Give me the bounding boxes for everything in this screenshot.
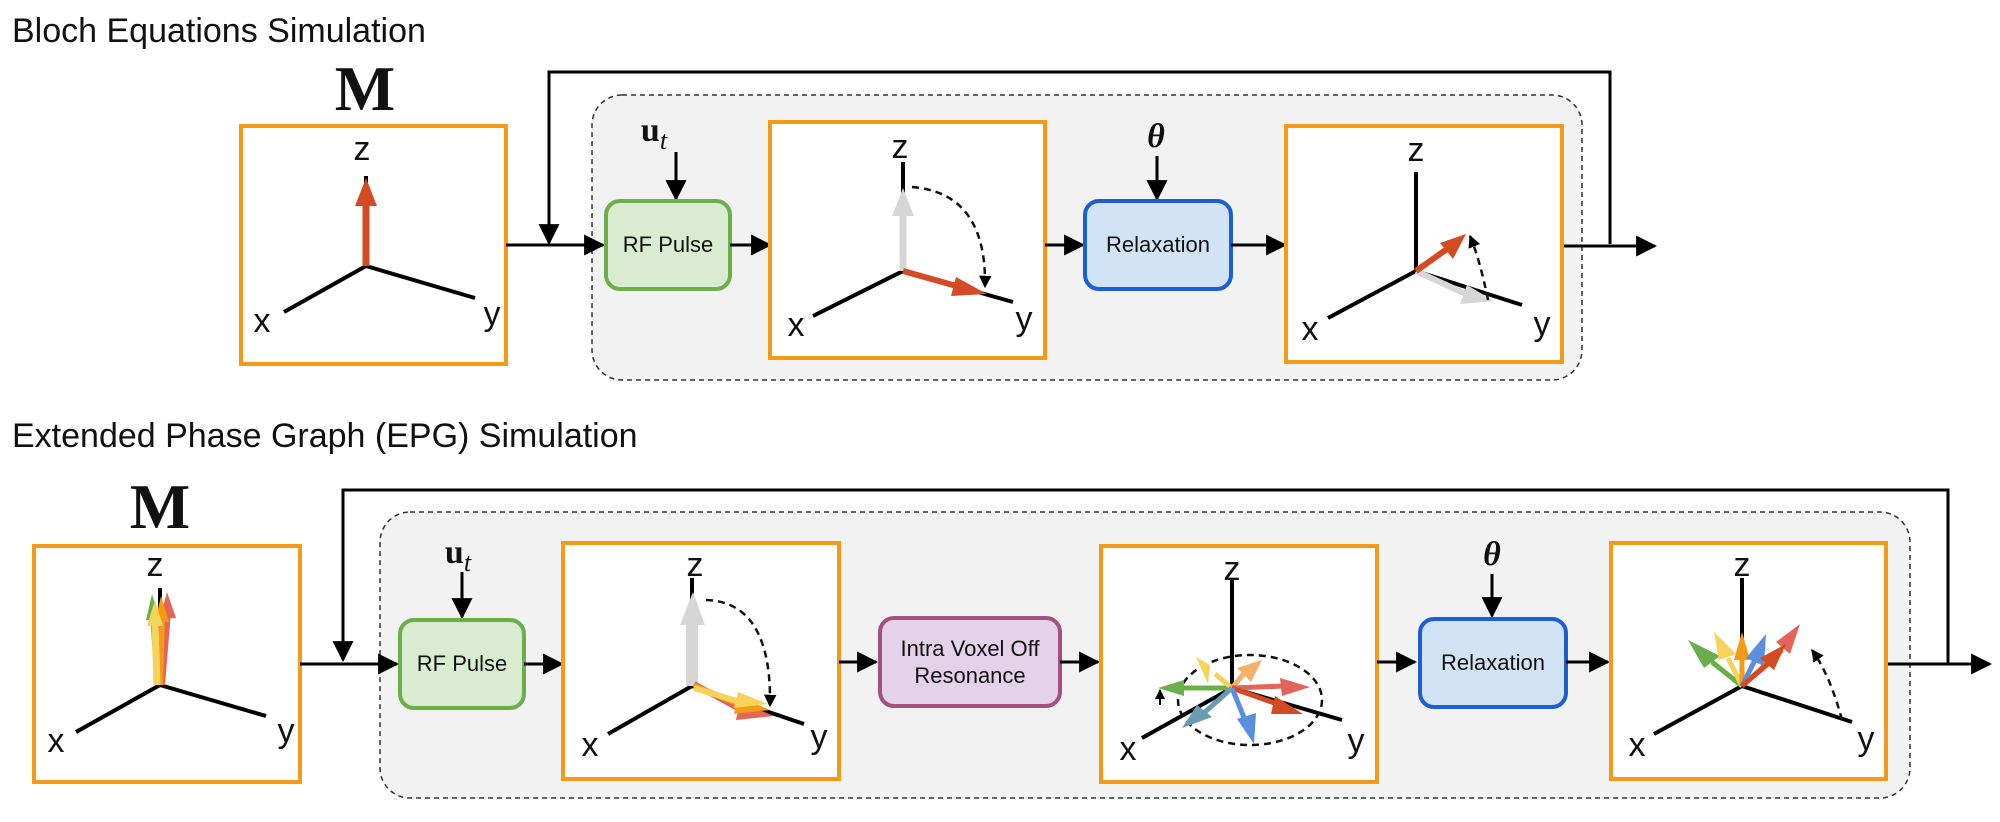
- svg-text:y: y: [1534, 305, 1551, 343]
- epg-theta-label: θ: [1483, 536, 1501, 573]
- svg-text:y: y: [811, 718, 828, 756]
- svg-text:RF Pulse: RF Pulse: [417, 651, 507, 676]
- svg-text:RF Pulse: RF Pulse: [623, 232, 713, 257]
- svg-text:Relaxation: Relaxation: [1441, 650, 1545, 675]
- svg-text:z: z: [892, 128, 909, 166]
- svg-text:z: z: [1734, 546, 1751, 584]
- epg-after-relaxation-frame: z x y: [1609, 541, 1888, 781]
- epg-control-label: ut: [445, 534, 472, 577]
- svg-text:Relaxation: Relaxation: [1106, 232, 1210, 257]
- epg-dephased-frame: z x y: [1099, 544, 1379, 784]
- epg-section-title: Extended Phase Graph (EPG) Simulation: [12, 417, 638, 455]
- bloch-rf-pulse-block: RF Pulse: [604, 199, 732, 291]
- svg-text:x: x: [788, 306, 805, 344]
- epg-initial-frame: z x y: [32, 544, 302, 784]
- bloch-initial-frame: z x y: [239, 124, 508, 366]
- svg-text:z: z: [687, 546, 704, 584]
- bloch-theta-label: θ: [1147, 118, 1165, 155]
- epg-feedback-loop: [332, 488, 1950, 664]
- svg-text:z: z: [1408, 131, 1425, 169]
- epg-magnetization-label: M: [130, 471, 190, 542]
- bloch-feedback-loop: [538, 70, 1612, 246]
- svg-text:z: z: [147, 546, 164, 584]
- svg-text:z: z: [354, 130, 371, 168]
- svg-text:z: z: [1224, 550, 1241, 588]
- bloch-magnetization-label: M: [335, 53, 395, 124]
- epg-relaxation-block: Relaxation: [1418, 617, 1568, 709]
- svg-text:y: y: [484, 295, 501, 333]
- svg-text:Intra Voxel Off: Intra Voxel Off: [900, 636, 1040, 661]
- svg-text:x: x: [254, 302, 271, 340]
- bloch-section-title: Bloch Equations Simulation: [12, 12, 426, 50]
- svg-text:Resonance: Resonance: [914, 663, 1025, 688]
- svg-text:y: y: [278, 712, 295, 750]
- svg-text:x: x: [1629, 726, 1646, 764]
- svg-text:y: y: [1348, 722, 1365, 760]
- svg-text:x: x: [582, 726, 599, 764]
- epg-rf-pulse-block: RF Pulse: [398, 618, 526, 710]
- svg-text:x: x: [48, 722, 65, 760]
- svg-text:x: x: [1120, 730, 1137, 768]
- svg-text:y: y: [1858, 720, 1875, 758]
- bloch-relaxation-block: Relaxation: [1083, 199, 1233, 291]
- bloch-after-rf-frame: z x y: [768, 120, 1047, 360]
- epg-after-rf-frame: z x y: [561, 541, 841, 781]
- intra-voxel-off-resonance-block: Intra Voxel Off Resonance: [878, 616, 1062, 708]
- svg-text:y: y: [1016, 300, 1033, 338]
- svg-text:x: x: [1302, 310, 1319, 348]
- magnetization-vector-head: [355, 178, 377, 206]
- bloch-control-label: ut: [641, 112, 668, 155]
- bloch-after-relaxation-frame: z x y: [1284, 124, 1564, 364]
